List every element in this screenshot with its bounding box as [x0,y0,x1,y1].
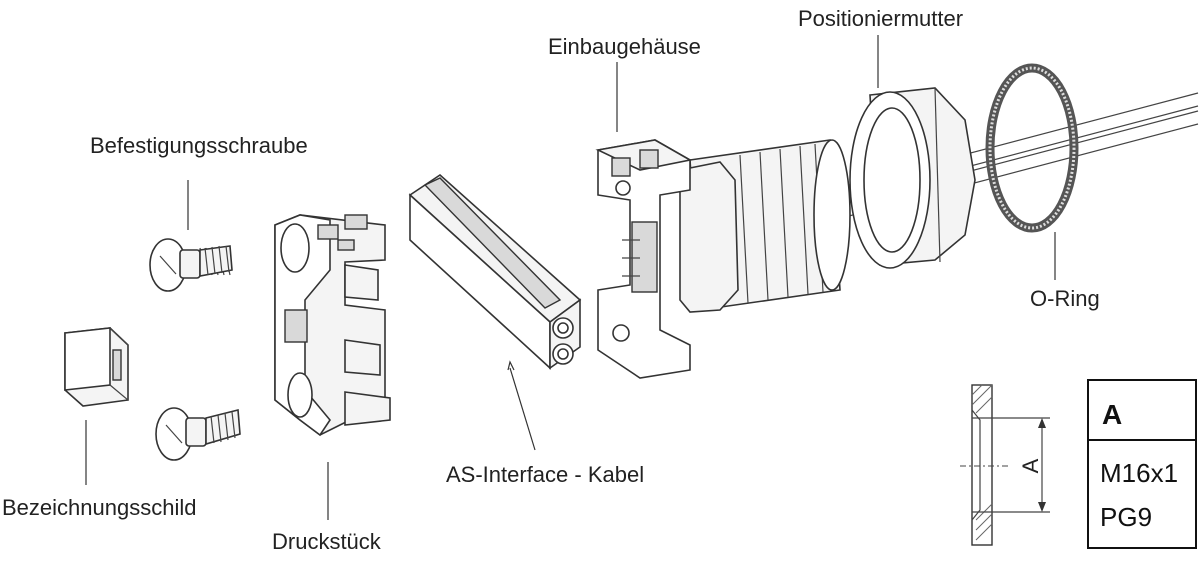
size-table-header: A [1102,399,1122,430]
einbaugehaeuse-part [595,139,851,379]
size-table: A M16x1 PG9 [1087,379,1197,549]
bezeichnungsschild-part [64,327,129,407]
size-table-value-2: PG9 [1100,502,1152,532]
label-bezeichnungsschild: Bezeichnungsschild [2,495,196,520]
size-table-value-1: M16x1 [1100,458,1178,488]
label-einbaugehaeuse: Einbaugehäuse [548,34,701,59]
druckstueck-part [274,214,391,437]
screw-top [149,238,233,292]
dimension-detail: A [960,384,1050,546]
label-positioniermutter: Positioniermutter [798,6,963,31]
o-ring-part [985,63,1079,233]
label-o-ring: O-Ring [1030,286,1100,311]
dimension-label-a: A [1018,458,1043,473]
screw-bottom [155,407,241,461]
label-druckstueck: Druckstück [272,529,382,554]
label-as-interface-kabel: AS-Interface - Kabel [446,462,644,487]
as-interface-kabel-part [408,173,582,370]
label-befestigungsschraube: Befestigungsschraube [90,133,308,158]
leader-lines [85,35,1056,520]
positioniermutter-part [849,87,976,269]
